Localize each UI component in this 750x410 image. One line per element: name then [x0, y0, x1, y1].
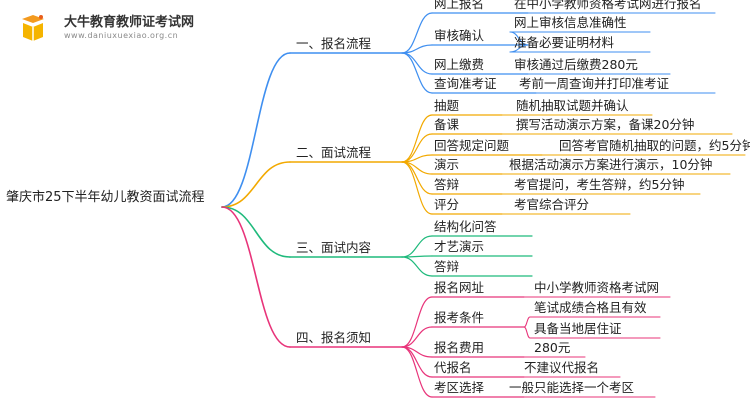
- detail-label: 审核通过后缴费280元: [514, 57, 638, 72]
- watermark-url: www.daniuxuexiao.org.cn: [64, 31, 179, 40]
- detail-label: 网上审核信息准确性: [514, 15, 627, 30]
- subtopic-connector: [401, 161, 433, 215]
- subtopic-label: 考区选择: [434, 380, 485, 395]
- detail-label: 撰写活动演示方案，备课20分钟: [516, 117, 695, 132]
- subtopic-connector: [401, 133, 433, 163]
- subtopic-label: 结构化问答: [434, 219, 497, 234]
- branch-title: 三、面试内容: [296, 240, 372, 255]
- detail-label: 准备必要证明材料: [514, 35, 615, 50]
- subtopic-label: 查询准考证: [434, 76, 497, 91]
- branch-connector: [221, 206, 291, 348]
- detail-label: 中小学教师资格考试网: [534, 280, 660, 295]
- detail-label: 不建议代报名: [524, 360, 600, 375]
- watermark-logo: 大牛教育教师证考试网 www.daniuxuexiao.org.cn: [8, 7, 218, 47]
- detail-label: 280元: [534, 340, 571, 355]
- detail-label: 考官综合评分: [514, 197, 590, 212]
- subtopic-connector: [401, 114, 433, 163]
- subtopic-connector: [401, 326, 433, 348]
- detail-label: 笔试成绩合格且有效: [534, 300, 647, 315]
- subtopic-label: 评分: [434, 197, 460, 212]
- subtopic-connector: [401, 346, 433, 398]
- detail-label: 回答考官随机抽取的问题，约5分钟: [559, 138, 750, 153]
- subtopic-connector: [401, 296, 433, 348]
- branch-connector: [221, 52, 291, 208]
- branch-connector: [221, 206, 291, 258]
- subtopic-connector: [401, 52, 433, 94]
- subtopic-label: 网上报名: [434, 0, 485, 11]
- book-logo-icon: [22, 15, 44, 41]
- detail-label: 考前一周查询并打印准考证: [519, 76, 670, 91]
- subtopic-label: 回答规定问题: [434, 138, 510, 153]
- branch-connector: [221, 161, 291, 208]
- detail-label: 具备当地居住证: [534, 321, 622, 336]
- subtopic-label: 答辩: [434, 177, 460, 192]
- detail-label: 根据活动演示方案进行演示，10分钟: [509, 157, 713, 172]
- subtopic-connector: [401, 235, 433, 258]
- detail-label: 一般只能选择一个考区: [509, 380, 635, 395]
- subtopic-connector: [401, 256, 433, 277]
- subtopic-label: 才艺演示: [434, 239, 485, 254]
- watermark-title: 大牛教育教师证考试网: [64, 15, 195, 30]
- subtopic-label: 报考条件: [434, 310, 485, 325]
- subtopic-connector: [401, 52, 433, 75]
- branch-title: 一、报名流程: [296, 36, 372, 51]
- subtopic-label: 审核确认: [434, 28, 485, 43]
- subtopic-label: 备课: [434, 117, 460, 132]
- detail-label: 考官提问，考生答辩，约5分钟: [514, 177, 685, 192]
- subtopic-label: 报名网址: [434, 280, 485, 295]
- subtopic-label: 答辩: [434, 259, 460, 274]
- branch-title: 二、面试流程: [296, 145, 372, 160]
- subtopic-label: 网上缴费: [434, 57, 485, 72]
- subtopic-label: 报名费用: [434, 340, 485, 355]
- subtopic-label: 抽题: [434, 98, 460, 113]
- detail-connector: [523, 326, 531, 339]
- detail-connector: [523, 316, 531, 328]
- detail-label: 在中小学教师资格考试网进行报名: [514, 0, 702, 11]
- subtopic-label: 代报名: [434, 360, 472, 375]
- subtopic-label: 演示: [434, 157, 460, 172]
- branch-title: 四、报名须知: [296, 330, 372, 345]
- root-topic: 肇庆市25下半年幼儿教资面试流程: [6, 190, 205, 205]
- subtopic-connector: [401, 12, 433, 54]
- subtopic-connector: [401, 44, 433, 54]
- detail-label: 随机抽取试题并确认: [516, 98, 629, 113]
